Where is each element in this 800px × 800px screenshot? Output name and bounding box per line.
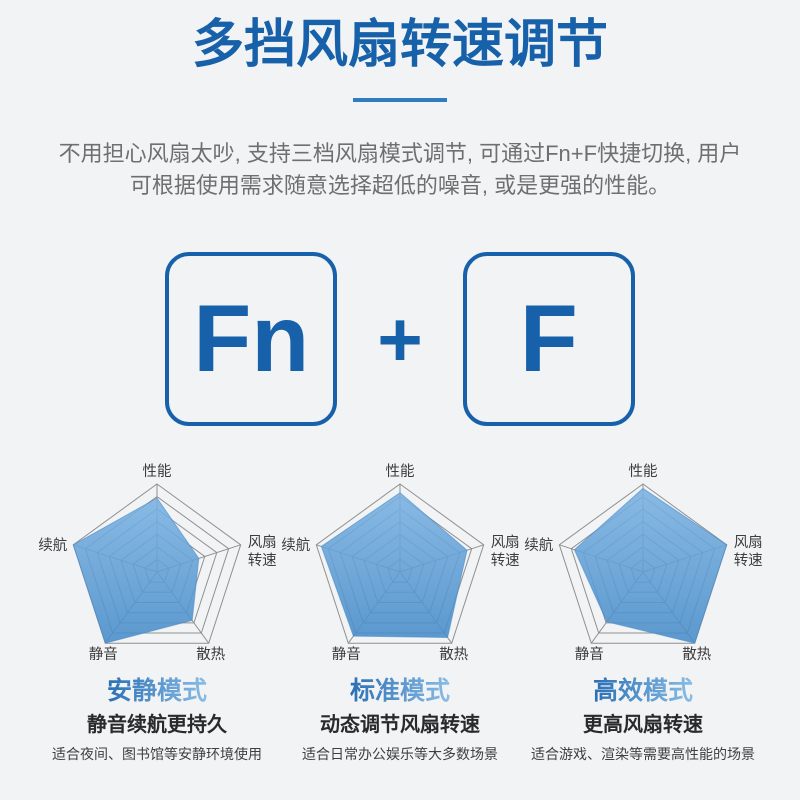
charts-row: 性能风扇转速散热 静音 续航 安静模式 静音续航更持久 适合夜间、图书馆等安静环境使…	[36, 456, 764, 763]
svg-text:性能: 性能	[143, 463, 172, 480]
svg-text:续航: 续航	[281, 537, 310, 554]
radar-chart-efficient: 性能风扇转速散热 静音 续航	[522, 456, 764, 666]
mode-description: 适合日常办公娱乐等大多数场景	[302, 746, 498, 762]
fn-key: Fn	[165, 252, 338, 426]
svg-text:续航: 续航	[38, 537, 67, 554]
shortcut-keys-row: Fn + F	[0, 252, 800, 426]
svg-text:风扇转速: 风扇转速	[248, 534, 277, 569]
svg-text:静音: 静音	[575, 646, 604, 663]
mode-description: 适合游戏、渲染等需要高性能的场景	[531, 746, 755, 762]
f-key-label: F	[519, 285, 578, 392]
intro-line-2: 可根据使用需求随意选择超低的噪音, 或是更强的性能。	[129, 173, 671, 198]
mode-title: 安静模式	[106, 677, 207, 705]
fn-key-label: Fn	[193, 285, 310, 392]
f-key: F	[462, 252, 635, 426]
mode-column-standard: 性能风扇转速散热 静音 续航 标准模式 动态调节风扇转速 适合日常办公娱乐等大多数场…	[279, 456, 521, 763]
radar-chart-standard: 性能风扇转速散热 静音 续航	[279, 456, 521, 666]
mode-title: 高效模式	[592, 677, 693, 705]
page-title: 多挡风扇转速调节	[191, 16, 608, 74]
mode-subtitle: 动态调节风扇转速	[320, 714, 480, 736]
svg-text:散热: 散热	[682, 646, 711, 663]
mode-column-efficient: 性能风扇转速散热 静音 续航 高效模式 更高风扇转速 适合游戏、渲染等需要高性能的场…	[522, 456, 764, 763]
mode-subtitle: 更高风扇转速	[583, 714, 703, 736]
svg-text:散热: 散热	[196, 646, 225, 663]
intro-text: 不用担心风扇太吵, 支持三档风扇模式调节, 可通过Fn+F快捷切换, 用户 可根…	[0, 138, 800, 202]
intro-line-1: 不用担心风扇太吵, 支持三档风扇模式调节, 可通过Fn+F快捷切换, 用户	[58, 141, 742, 166]
svg-text:性能: 性能	[386, 463, 415, 480]
mode-description: 适合夜间、图书馆等安静环境使用	[52, 746, 262, 762]
mode-subtitle: 静音续航更持久	[87, 714, 227, 736]
svg-text:续航: 续航	[524, 537, 553, 554]
svg-text:性能: 性能	[629, 463, 658, 480]
plus-icon: +	[377, 294, 423, 383]
svg-text:静音: 静音	[332, 646, 361, 663]
svg-text:散热: 散热	[439, 646, 468, 663]
svg-text:静音: 静音	[89, 646, 118, 663]
svg-text:风扇转速: 风扇转速	[734, 534, 763, 569]
mode-column-quiet: 性能风扇转速散热 静音 续航 安静模式 静音续航更持久 适合夜间、图书馆等安静环境使…	[36, 456, 278, 763]
svg-text:风扇转速: 风扇转速	[491, 534, 520, 569]
radar-chart-quiet: 性能风扇转速散热 静音 续航	[36, 456, 278, 666]
title-underline	[353, 98, 447, 102]
mode-title: 标准模式	[349, 677, 450, 705]
